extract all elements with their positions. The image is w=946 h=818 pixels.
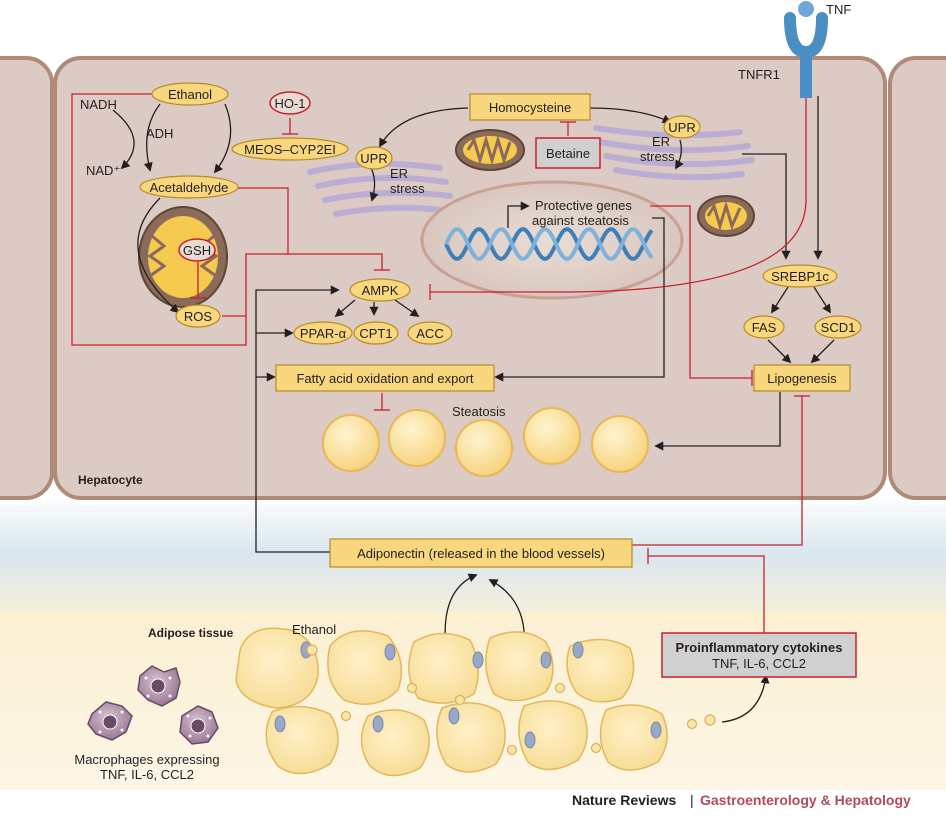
- label-cytokines-list: TNF, IL-6, CCL2: [712, 656, 806, 671]
- label-fas: FAS: [752, 320, 777, 335]
- inhibition-lines: [71, 93, 810, 640]
- label-cytokines-title: Proinflammatory cytokines: [676, 640, 843, 655]
- label-adh: ADH: [146, 126, 173, 141]
- node-cpt1: CPT1: [353, 321, 399, 345]
- label-adipose-tissue: Adipose tissue: [148, 626, 234, 640]
- label-betaine: Betaine: [546, 146, 590, 161]
- label-er-right-2: stress: [640, 149, 675, 164]
- label-er-left-2: stress: [390, 181, 425, 196]
- neighbor-hepatocyte-left: [0, 56, 54, 500]
- label-meos: MEOS–CYP2EI: [244, 142, 336, 157]
- footer-subtitle: Gastroenterology & Hepatology: [700, 792, 911, 808]
- node-homocysteine: Homocysteine: [469, 93, 591, 121]
- label-lipogenesis: Lipogenesis: [767, 371, 837, 386]
- label-cpt1: CPT1: [359, 326, 392, 341]
- node-adiponectin: Adiponectin (released in the blood vesse…: [329, 538, 633, 568]
- node-scd1: SCD1: [814, 315, 862, 339]
- label-ethanol-adipose: Ethanol: [292, 622, 336, 637]
- node-upr-right: UPR: [663, 115, 701, 139]
- node-ppar: PPAR-α: [293, 321, 353, 345]
- label-ampk: AMPK: [362, 283, 399, 298]
- label-acc: ACC: [416, 326, 443, 341]
- label-ethanol: Ethanol: [168, 87, 212, 102]
- tnf-ligand: [798, 1, 814, 17]
- footer-separator: |: [690, 792, 694, 808]
- node-ho1: HO-1: [269, 91, 311, 115]
- label-protective-genes-1: Protective genes: [535, 198, 632, 213]
- label-ros: ROS: [184, 309, 213, 324]
- label-ho1: HO-1: [274, 96, 305, 111]
- label-er-left-1: ER: [390, 166, 408, 181]
- label-acetaldehyde: Acetaldehyde: [150, 180, 229, 195]
- adipocytes: [235, 627, 668, 777]
- tnfr1-receptor: [784, 12, 828, 98]
- node-acetaldehyde: Acetaldehyde: [139, 175, 239, 199]
- node-betaine: Betaine: [535, 137, 601, 169]
- ethanol-dots: [306, 644, 716, 756]
- label-scd1: SCD1: [821, 320, 856, 335]
- node-upr-left: UPR: [355, 146, 393, 170]
- label-upr-left: UPR: [360, 151, 387, 166]
- label-ppar: PPAR-α: [300, 326, 347, 341]
- label-fatty-acid: Fatty acid oxidation and export: [296, 371, 473, 386]
- node-fas: FAS: [743, 315, 785, 339]
- label-nadh: NADH: [80, 97, 117, 112]
- node-acc: ACC: [407, 321, 453, 345]
- adipocyte-nuclei: [274, 641, 662, 749]
- dna-helix: [444, 227, 654, 261]
- macrophage-granules: [98, 676, 212, 738]
- steatosis-droplets: [322, 407, 649, 477]
- neighbor-hepatocyte-right: [888, 56, 946, 500]
- node-ros: ROS: [175, 304, 221, 328]
- node-cytokines: Proinflammatory cytokines TNF, IL-6, CCL…: [661, 632, 857, 678]
- macrophage-nuclei: [102, 678, 206, 734]
- label-er-right-1: ER: [652, 134, 670, 149]
- label-nad: NAD⁺: [86, 163, 120, 178]
- label-macrophages-1: Macrophages expressing: [74, 752, 219, 767]
- node-srebp1c: SREBP1c: [762, 264, 838, 288]
- mitochondrion-right: [697, 195, 755, 237]
- node-lipogenesis: Lipogenesis: [753, 364, 851, 392]
- node-gsh: GSH: [178, 238, 216, 262]
- mitochondrion-center: [455, 129, 525, 171]
- label-homocysteine: Homocysteine: [489, 100, 571, 115]
- label-tnfr1: TNFR1: [738, 67, 780, 82]
- footer-journal: Nature Reviews: [572, 792, 676, 808]
- label-srebp1c: SREBP1c: [771, 269, 829, 284]
- label-protective-genes-2: against steatosis: [532, 213, 629, 228]
- label-steatosis: Steatosis: [452, 404, 506, 419]
- node-ampk: AMPK: [349, 278, 411, 302]
- label-upr-right: UPR: [668, 120, 695, 135]
- label-hepatocyte: Hepatocyte: [78, 473, 143, 487]
- node-fatty-acid: Fatty acid oxidation and export: [275, 364, 495, 392]
- label-gsh: GSH: [183, 243, 211, 258]
- node-meos: MEOS–CYP2EI: [231, 137, 349, 161]
- label-adiponectin: Adiponectin (released in the blood vesse…: [357, 546, 605, 561]
- label-tnf: TNF: [826, 2, 851, 17]
- label-macrophages-2: TNF, IL-6, CCL2: [100, 767, 194, 782]
- node-ethanol: Ethanol: [151, 82, 229, 106]
